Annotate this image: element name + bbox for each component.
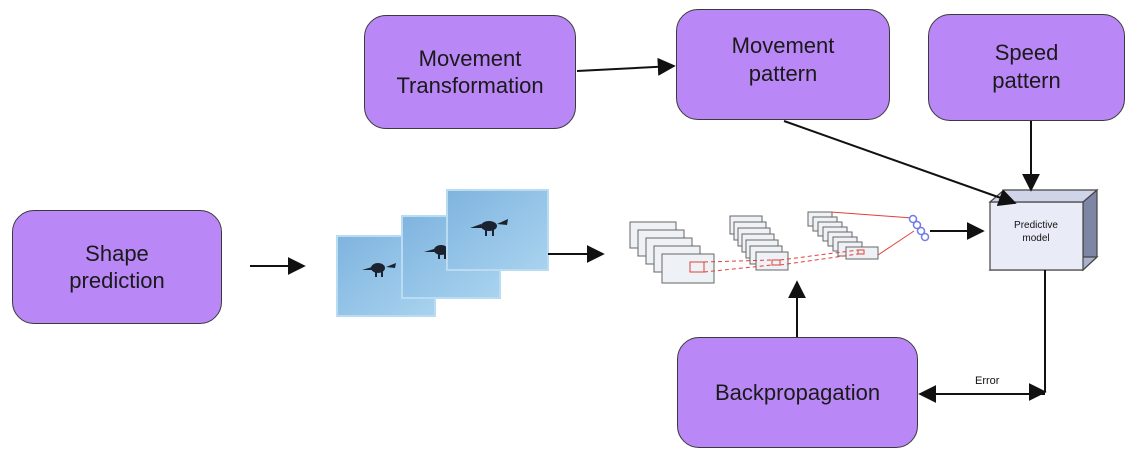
shape-prediction-label: Shape prediction — [69, 240, 165, 294]
arrow-transformation-to-pattern — [576, 57, 676, 76]
error-label: Error — [975, 375, 1000, 387]
fully-connected-nodes — [908, 214, 930, 242]
cnn-feature-maps — [629, 211, 879, 284]
predictive-model-cube — [988, 188, 1099, 272]
predictive-model-label-line2: model — [1022, 233, 1049, 244]
backpropagation-label: Backpropagation — [714, 379, 881, 405]
movement-pattern-node: Movement pattern — [676, 9, 890, 120]
video-frames-image — [336, 189, 549, 317]
speed-pattern-label: Speed pattern — [992, 40, 1061, 93]
backpropagation-node: Backpropagation — [677, 337, 918, 448]
movement-transformation-node: Movement Transformation — [364, 15, 576, 129]
predictive-model-label-line1: Predictive — [1014, 220, 1058, 231]
movement-transformation-label: Movement Transformation — [396, 45, 544, 99]
cnn-receptive-fields — [689, 211, 915, 273]
shape-prediction-node: Shape prediction — [12, 210, 222, 324]
movement-pattern-label: Movement pattern — [731, 33, 835, 86]
arrow-movement-pattern-to-model — [783, 120, 1017, 207]
speed-pattern-node: Speed pattern — [928, 14, 1125, 121]
